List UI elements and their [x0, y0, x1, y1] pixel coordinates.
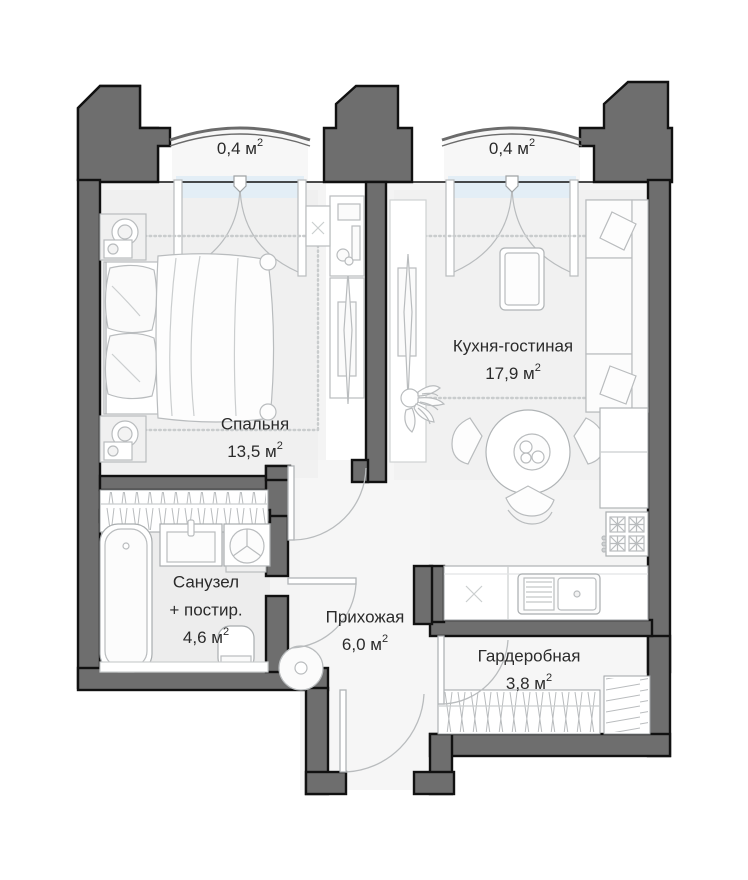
nightstand-lamp-bottom — [99, 415, 147, 463]
washbasin — [159, 519, 223, 567]
mirror-panel-living — [389, 199, 427, 463]
room-labels: 0,4 м2 0,4 м2 Кухня-гостиная 17,9 м2 Спа… — [169, 137, 580, 694]
sofa — [585, 199, 649, 413]
mirror-panel-bedroom — [329, 271, 365, 405]
kitchen-living-furniture — [389, 199, 649, 621]
nightstand-lamp-top — [99, 213, 147, 261]
dining-table-round — [485, 409, 571, 495]
door-bathroom — [287, 577, 357, 649]
cooktop-four-burner — [601, 511, 649, 557]
label-hallway-area: 6,0 м2 — [342, 633, 388, 655]
label-wardrobe-area: 3,8 м2 — [506, 672, 552, 694]
door-bedroom — [287, 465, 367, 541]
kitchen-sink — [517, 573, 601, 615]
label-bathroom-area: 4,6 м2 — [183, 626, 229, 648]
label-hallway-name: Прихожая — [326, 607, 405, 626]
hallway-furniture — [278, 645, 324, 691]
bedroom-corner-cabinet — [305, 205, 331, 247]
coffee-table — [499, 247, 545, 311]
doors[interactable] — [287, 465, 509, 773]
door-entrance — [339, 689, 425, 773]
label-kitchen-living-name: Кухня-гостиная — [453, 336, 573, 355]
shelving-unit — [603, 675, 651, 735]
label-wardrobe-name: Гардеробная — [478, 646, 581, 665]
label-balcony-left-area: 0,4 м2 — [217, 137, 263, 159]
label-bedroom-area: 13,5 м2 — [227, 440, 283, 462]
label-bathroom-name-2: + постир. — [169, 600, 242, 619]
bedroom-built-in-shelf — [329, 195, 365, 277]
door-wardrobe — [437, 635, 509, 705]
round-rug — [278, 645, 324, 691]
label-balcony-right-area: 0,4 м2 — [489, 137, 535, 159]
label-bathroom-name: Санузел — [173, 572, 239, 591]
washing-machine — [223, 523, 271, 573]
balcony-parapets — [169, 126, 583, 147]
bedroom-furniture — [99, 195, 365, 533]
label-kitchen-living-area: 17,9 м2 — [485, 362, 541, 384]
dining-chairs — [451, 417, 605, 525]
potted-plant — [400, 385, 446, 433]
wardrobe-furniture — [437, 675, 651, 735]
wardrobe-hanging-rail-closet — [437, 689, 601, 735]
label-bedroom-name: Спальня — [221, 414, 289, 433]
refrigerator — [599, 407, 649, 509]
bathroom-fixtures — [99, 519, 271, 673]
bathtub — [99, 523, 153, 673]
structural-walls — [76, 80, 674, 796]
bed-double — [103, 253, 277, 423]
